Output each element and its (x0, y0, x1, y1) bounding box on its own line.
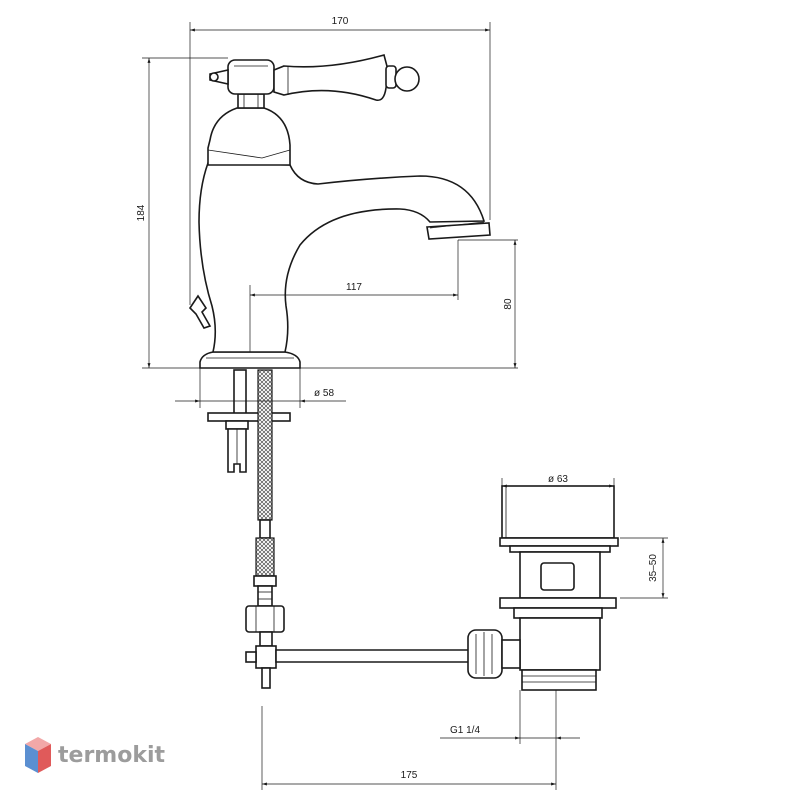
dim-drain-cap-diameter: ø 63 (548, 474, 568, 485)
handle-ball (394, 66, 420, 92)
dim-base-diameter: ø 58 (314, 388, 334, 399)
spout-aerator (426, 222, 491, 240)
faucet-dome (207, 107, 291, 166)
dimension-lines (142, 22, 668, 790)
fixing-assembly (207, 369, 471, 689)
termokit-logo: termokit (25, 737, 165, 773)
drain-cap (501, 485, 615, 539)
handle-neck (237, 93, 265, 109)
popup-knob (188, 294, 212, 329)
drain-side-nut (467, 629, 503, 679)
drain-flange (499, 597, 617, 609)
faucet-base (199, 351, 301, 369)
flexible-hose (257, 369, 273, 521)
dim-spout-height: 80 (503, 298, 514, 310)
dim-drain-thread: G1 1/4 (450, 725, 480, 736)
dim-overall-height: 184 (136, 204, 147, 221)
drain-tail (521, 669, 597, 691)
drain-thread (519, 617, 601, 671)
fixing-washer (207, 412, 291, 422)
dim-lever-length: 175 (401, 770, 418, 781)
fixing-stud (233, 369, 247, 419)
rod-clamp (255, 645, 277, 669)
cube-icon (25, 737, 51, 773)
dim-overall-width: 170 (332, 16, 349, 27)
drain-window (540, 562, 575, 591)
logo-wordmark: termokit (58, 743, 165, 768)
drain-assembly (467, 485, 619, 691)
dim-drain-adjust-range: 35–50 (648, 554, 659, 582)
flexible-hose-lower (255, 537, 275, 577)
dim-spout-reach: 117 (346, 282, 362, 293)
handle-lever (273, 54, 389, 102)
faucet (188, 54, 491, 369)
handle-hub (227, 59, 275, 95)
hose-nut (245, 605, 285, 633)
popup-rod (275, 649, 471, 663)
faucet-body (198, 162, 486, 353)
